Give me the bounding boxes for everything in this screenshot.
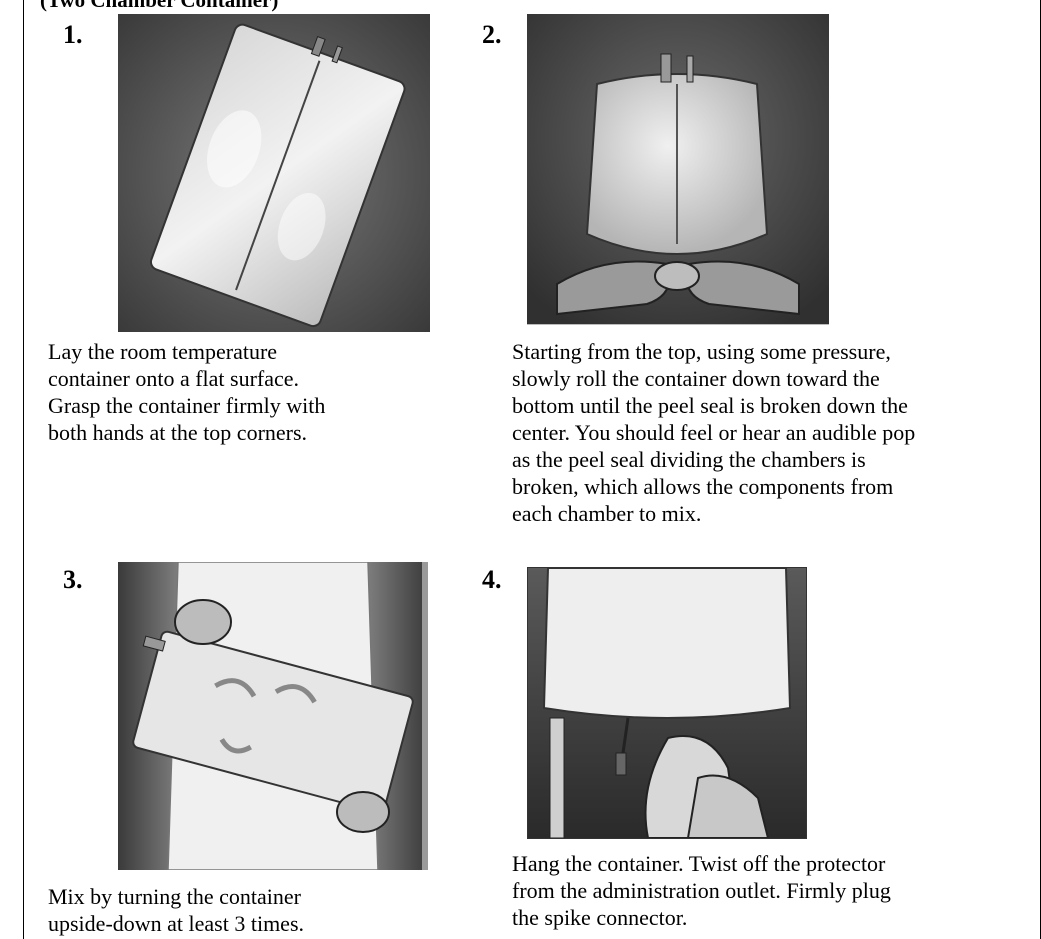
step-3-illustration — [118, 562, 428, 870]
caption-line: from the administration outlet. Firmly p… — [512, 878, 891, 903]
caption-line: each chamber to mix. — [512, 501, 701, 526]
step-3-number: 3. — [63, 567, 83, 593]
step-4-caption: Hang the container. Twist off the protec… — [512, 850, 891, 931]
step-1-caption: Lay the room temperature container onto … — [48, 338, 325, 446]
caption-line: Hang the container. Twist off the protec… — [512, 851, 885, 876]
caption-line: slowly roll the container down toward th… — [512, 366, 880, 391]
caption-line: upside-down at least 3 times. — [48, 911, 304, 936]
caption-line: Mix by turning the container — [48, 884, 301, 909]
caption-line: Lay the room temperature — [48, 339, 277, 364]
caption-line: both hands at the top corners. — [48, 420, 307, 445]
step-4-illustration — [527, 567, 807, 839]
caption-line: container onto a flat surface. — [48, 366, 299, 391]
step-4-number: 4. — [482, 567, 502, 593]
step-2-caption: Starting from the top, using some pressu… — [512, 338, 915, 527]
step-3-caption: Mix by turning the container upside-down… — [48, 883, 304, 937]
caption-line: center. You should feel or hear an audib… — [512, 420, 915, 445]
caption-line: Grasp the container firmly with — [48, 393, 325, 418]
caption-line: Starting from the top, using some pressu… — [512, 339, 891, 364]
step-2-number: 2. — [482, 22, 502, 48]
step-1-number: 1. — [63, 22, 83, 48]
step-2-illustration — [527, 14, 829, 325]
caption-line: as the peel seal dividing the chambers i… — [512, 447, 866, 472]
caption-line: the spike connector. — [512, 905, 687, 930]
step-1-illustration — [118, 14, 430, 332]
caption-line: broken, which allows the components from — [512, 474, 893, 499]
caption-line: bottom until the peel seal is broken dow… — [512, 393, 908, 418]
